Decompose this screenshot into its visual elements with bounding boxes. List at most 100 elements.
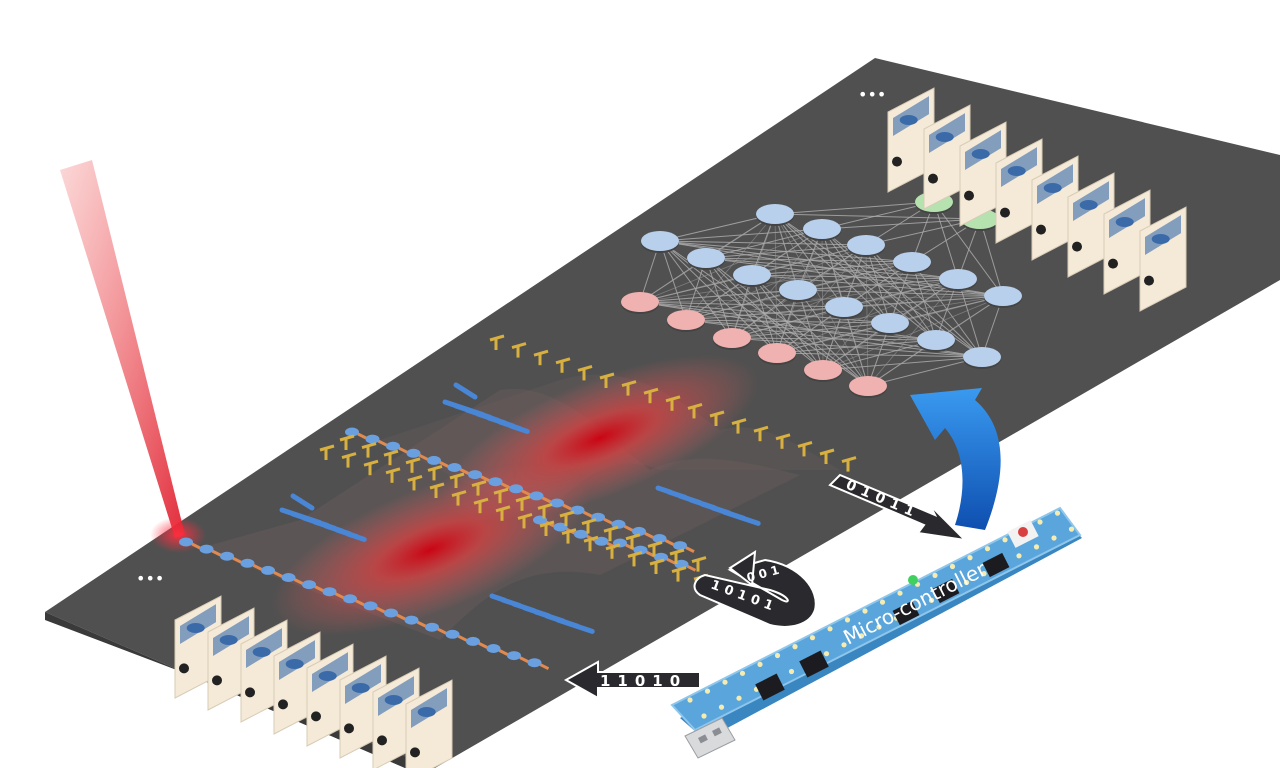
waveguide-pad <box>345 427 359 437</box>
waveguide-rung <box>252 563 263 571</box>
waveguide-rung <box>211 549 222 557</box>
detector-cards-top <box>887 87 1187 312</box>
waveguide-pad <box>302 580 316 590</box>
waveguide-rung <box>273 571 283 578</box>
comb-tooth <box>290 493 315 511</box>
waveguide-rung <box>498 649 509 656</box>
nn-edge <box>731 228 823 339</box>
nn-hidden-node <box>687 248 725 268</box>
waveguide-pad <box>652 534 667 543</box>
waveguide-rung <box>686 564 697 572</box>
detector-port <box>311 711 321 722</box>
waveguide-rung <box>191 542 201 550</box>
pcb-pin <box>687 697 693 703</box>
pcb-pin <box>1016 553 1022 559</box>
nn-edge <box>933 201 959 280</box>
bits-bottom: 11010 <box>600 672 687 690</box>
nn-hidden-node <box>756 204 794 224</box>
nn-edge <box>797 289 869 387</box>
nn-edge <box>933 201 1004 297</box>
nn-edge <box>774 213 845 308</box>
comb-tooth <box>453 382 478 400</box>
pcb-pin <box>792 644 798 650</box>
waveguide-rung <box>293 578 304 585</box>
pcb-pin <box>862 608 868 614</box>
detector-lens <box>1043 183 1062 193</box>
nn-input-node <box>804 360 842 380</box>
pcb-chips <box>755 552 1010 701</box>
waveguide-rung <box>478 642 488 649</box>
waveguide-rung <box>355 599 365 607</box>
nn-edge <box>865 244 983 358</box>
pcb-pin <box>809 635 816 641</box>
detector-port <box>410 747 420 758</box>
waveguide-rung <box>459 468 470 475</box>
nn-edge <box>639 228 823 303</box>
detector-cards-bottom <box>174 595 453 768</box>
nn-hidden-node <box>733 265 771 285</box>
ellipsis-left: ••• <box>136 569 164 588</box>
pcb-pin <box>827 626 833 632</box>
nn-hidden-node <box>871 313 909 333</box>
waveguide-rung <box>500 482 511 490</box>
nn-hidden-node <box>779 280 817 300</box>
microcontroller-label: Micro-controller <box>839 557 990 650</box>
detector-lens <box>417 707 436 717</box>
waveguide-pad <box>594 536 609 546</box>
pcb-pin <box>932 572 938 579</box>
detector-port <box>1036 224 1046 235</box>
waveguide-pad <box>529 491 544 501</box>
arrow-bottom-bits: 11010 <box>563 660 701 700</box>
pcb-pin <box>704 688 711 694</box>
pcb-pin <box>963 579 970 586</box>
nn-input-node <box>849 376 887 396</box>
pcb-pin <box>823 651 830 657</box>
waveguide-pad <box>507 651 521 661</box>
detector-port <box>964 190 974 201</box>
nn-edge <box>774 213 937 341</box>
detector-port <box>1072 241 1082 252</box>
waveguide-pad <box>240 558 255 568</box>
waveguide-pad <box>527 658 542 668</box>
detector-lens <box>318 671 337 681</box>
waveguide-rung <box>334 592 345 600</box>
pcb-pin <box>1051 535 1057 541</box>
pcb-pin <box>967 555 973 561</box>
nn-hidden-node <box>847 235 885 255</box>
waveguide-rung <box>377 439 388 447</box>
pcb-pin <box>1068 526 1075 532</box>
nn-edge <box>685 278 959 321</box>
comb-structures <box>279 382 761 634</box>
waveguide-rung <box>666 557 676 565</box>
nn-edge <box>731 295 1004 339</box>
waveguide-pad <box>425 622 439 632</box>
waveguide-rung <box>232 556 242 564</box>
pcb-pin <box>876 624 882 630</box>
waveguide-pad <box>365 434 380 444</box>
waveguide-rung <box>439 461 449 468</box>
nn-edge <box>774 201 935 215</box>
comb-tooth <box>555 617 595 634</box>
waveguide-pad <box>220 551 234 561</box>
nn-edge <box>659 240 733 339</box>
nn-hidden-node <box>641 231 679 251</box>
detector-lens <box>1151 234 1170 244</box>
waveguide-rung <box>519 656 529 663</box>
pcb-pin <box>739 670 746 676</box>
nn-edge <box>822 261 913 371</box>
pcb-pin <box>981 571 987 577</box>
nn-hidden-node <box>825 297 863 317</box>
waveguide-pad <box>550 498 564 508</box>
waveguide-rung <box>480 475 490 482</box>
pcb-pin <box>984 546 991 552</box>
detector-port <box>928 173 938 184</box>
detector-lens <box>351 683 370 693</box>
nn-edge <box>774 213 869 387</box>
detector-lens <box>252 647 271 657</box>
detector-lens <box>899 115 918 125</box>
pcb-pin <box>701 713 707 719</box>
nn-hidden-node <box>893 252 931 272</box>
nn-edge <box>821 228 824 371</box>
pcb-pin <box>774 652 781 659</box>
waveguide-rung <box>457 634 468 642</box>
